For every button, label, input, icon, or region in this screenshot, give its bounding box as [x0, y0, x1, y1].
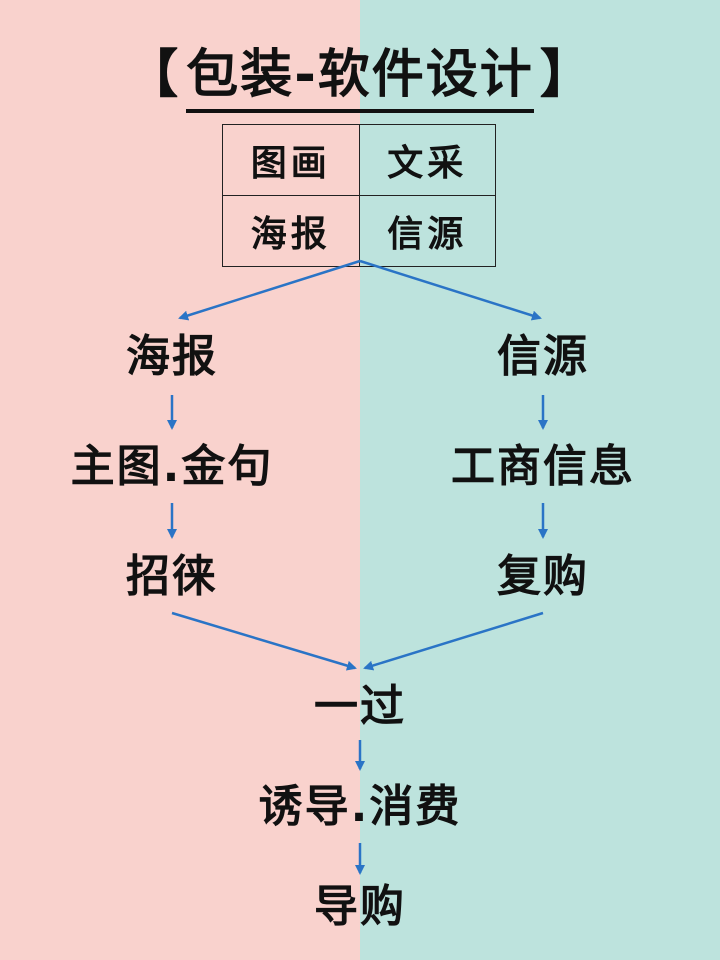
- arrow-grid-to-left: [178, 259, 361, 321]
- category-grid: 图画 文采 海报 信源: [222, 124, 496, 267]
- grid-cell-picture: 图画: [222, 124, 360, 196]
- right-step-repurchase: 复购: [497, 551, 589, 602]
- page-title: 【包装-软件设计】: [0, 32, 720, 113]
- grid-cell-credibility: 信源: [358, 195, 496, 267]
- arrow-right-to-center: [363, 611, 544, 671]
- right-step-business-info: 工商信息: [451, 441, 635, 492]
- arrow-grid-to-right: [359, 259, 542, 321]
- right-step-credibility: 信源: [497, 331, 589, 382]
- center-step-shopping-guide: 导购: [314, 881, 406, 932]
- grid-cell-copywriting: 文采: [358, 124, 496, 196]
- left-step-poster: 海报: [126, 331, 218, 382]
- left-step-attract: 招徕: [126, 551, 218, 602]
- title-open-bracket: 【: [126, 45, 181, 105]
- arrow-left-to-center: [171, 611, 357, 671]
- center-step-induce-consumption: 诱导.消费: [258, 781, 462, 832]
- center-step-pass: 一过: [314, 681, 406, 732]
- title-text: 包装-软件设计: [186, 32, 534, 113]
- title-close-bracket: 】: [539, 45, 594, 105]
- left-step-main-image-slogan: 主图.金句: [70, 441, 274, 492]
